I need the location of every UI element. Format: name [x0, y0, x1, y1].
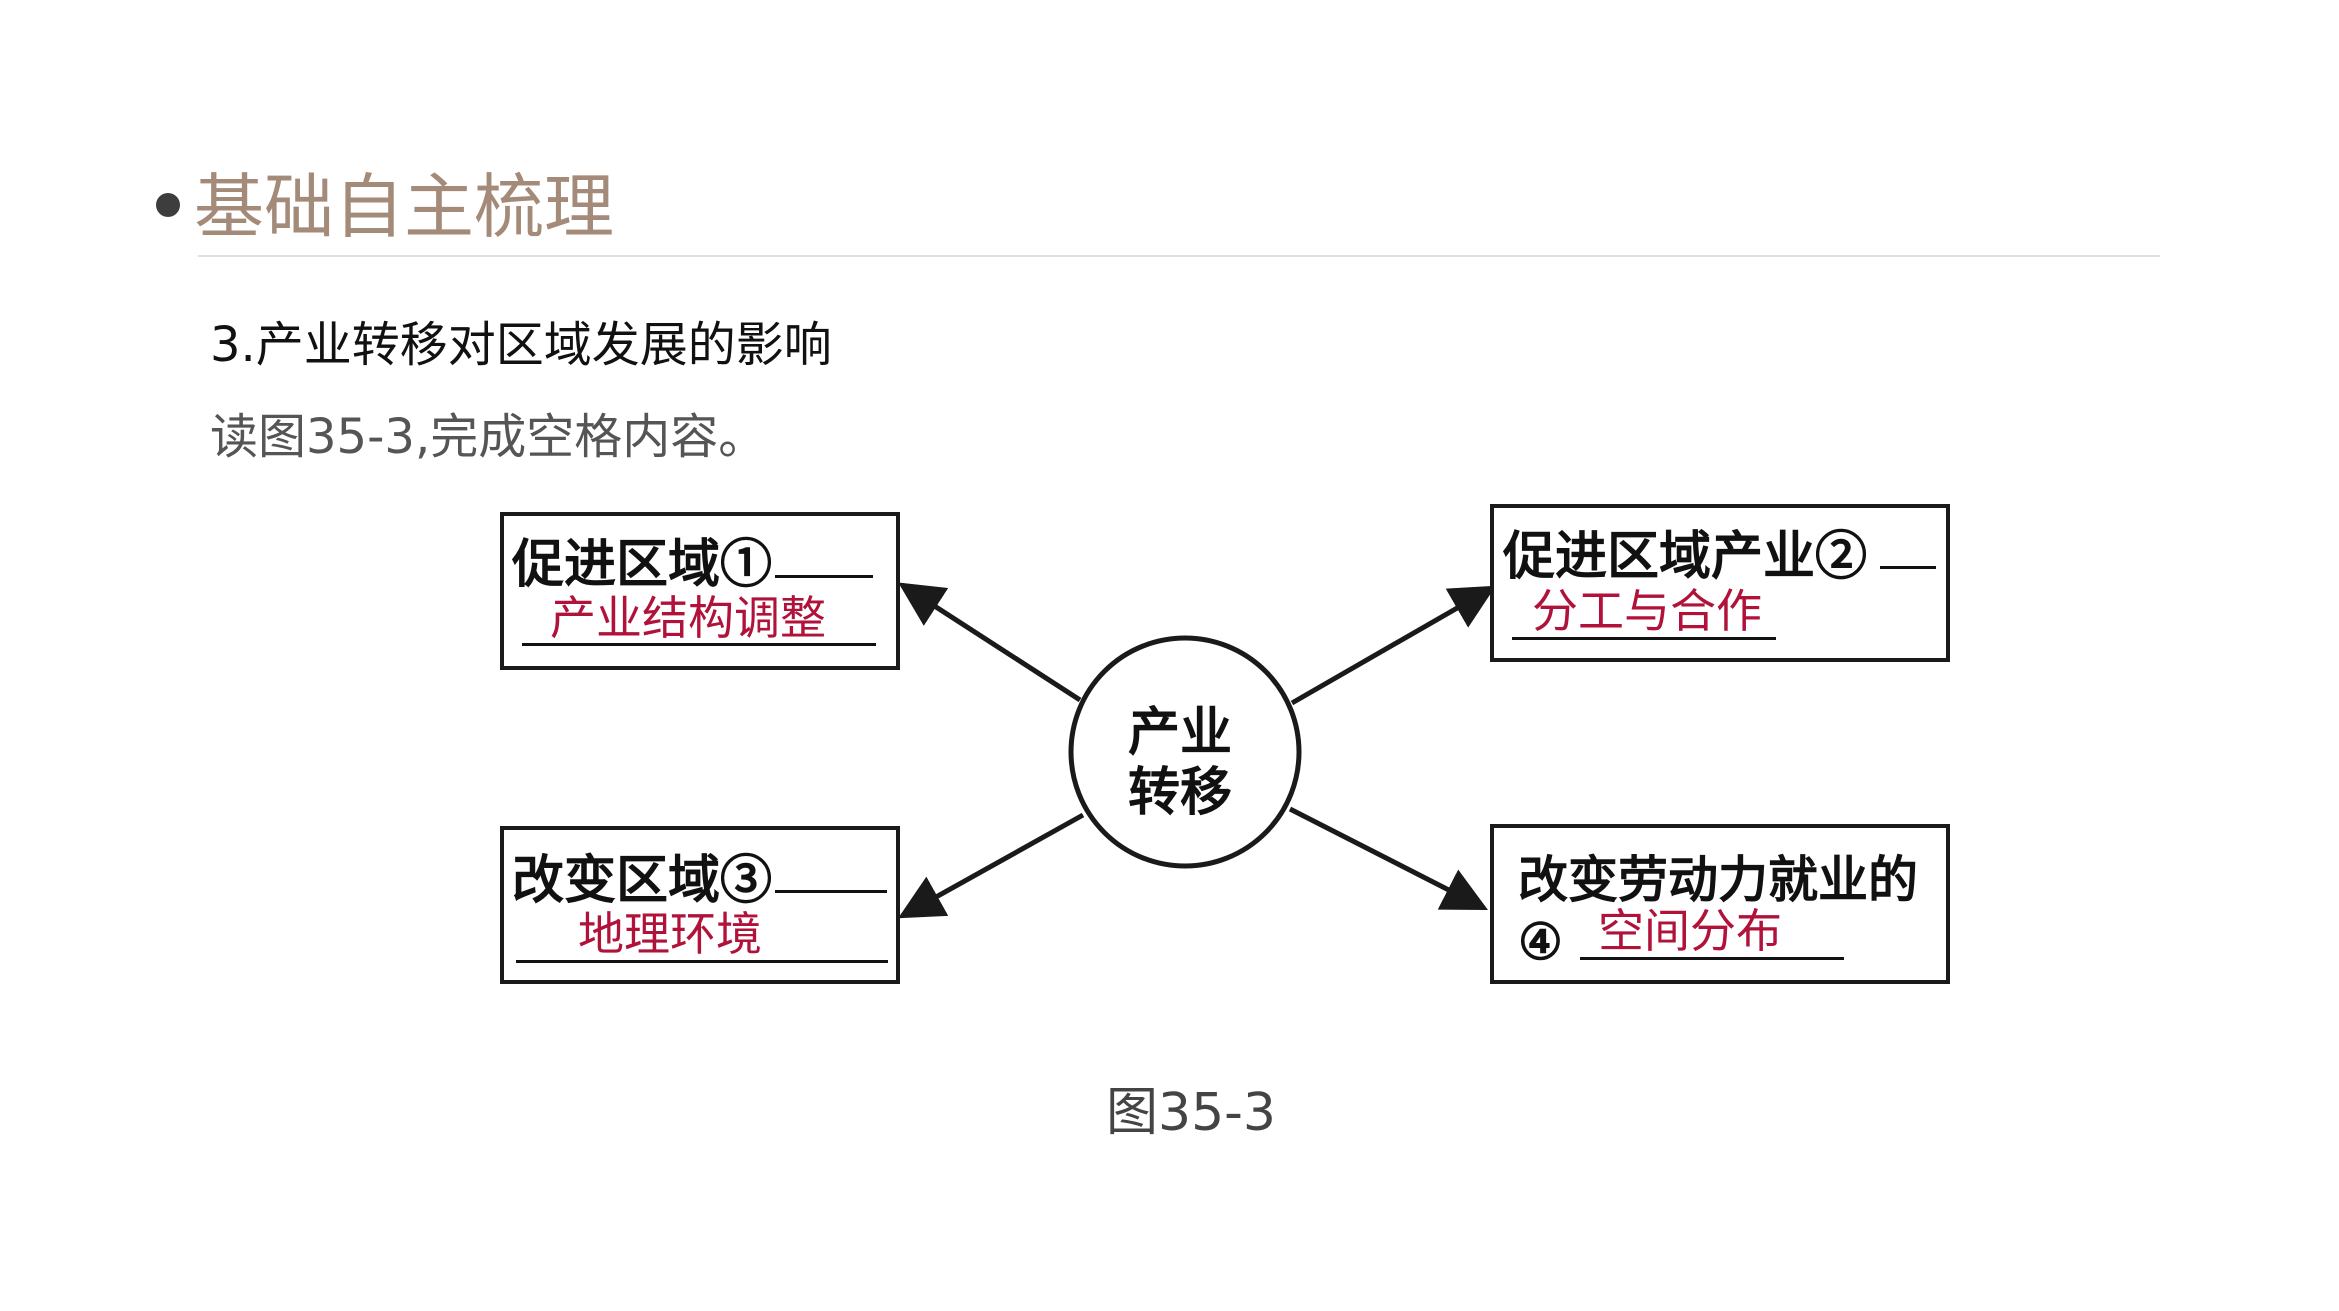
- center-circle: [1068, 635, 1302, 869]
- box-top-right-blank-line: [1512, 637, 1776, 640]
- box-top-right: [1490, 504, 1950, 662]
- box-top-left-prompt: 促进区域①: [512, 534, 773, 595]
- box-top-left-answer: 产业结构调整: [550, 591, 826, 645]
- box-bottom-left-blank-short: [775, 890, 887, 893]
- section-heading: 3.产业转移对区域发展的影响: [210, 317, 832, 373]
- box-bottom-left-prompt: 改变区域③: [512, 850, 773, 911]
- box-bottom-left: [500, 826, 900, 984]
- header-divider: [198, 255, 2160, 257]
- center-label-line2: 转移: [1128, 762, 1233, 823]
- box-top-right-blank-short: [1880, 566, 1936, 569]
- arrow-to-bottom-left: [898, 812, 1085, 919]
- figure-caption: 图35-3: [1106, 1083, 1277, 1143]
- box-top-left-blank-line: [522, 643, 876, 646]
- box-top-right-answer: 分工与合作: [1532, 584, 1762, 638]
- box-top-right-prompt: 促进区域产业②: [1503, 526, 1868, 587]
- center-label-line1: 产业: [1128, 702, 1233, 763]
- arrow-to-top-right: [1290, 585, 1496, 706]
- arrow-to-bottom-right: [1288, 806, 1489, 911]
- box-top-left-blank-short: [775, 575, 873, 578]
- box-bottom-left-blank-line: [516, 960, 888, 963]
- arrow-to-top-left: [898, 582, 1082, 703]
- header-bullet: [156, 193, 180, 217]
- box-bottom-right-marker: ④: [1518, 912, 1563, 971]
- instruction-text: 读图35-3,完成空格内容。: [210, 409, 767, 465]
- page-title: 基础自主梳理: [194, 166, 614, 248]
- box-bottom-right-answer: 空间分布: [1598, 904, 1782, 958]
- box-bottom-right-blank-line: [1580, 957, 1844, 960]
- box-bottom-left-answer: 地理环境: [578, 907, 762, 961]
- box-bottom-right-prompt-line1: 改变劳动力就业的: [1518, 850, 1918, 909]
